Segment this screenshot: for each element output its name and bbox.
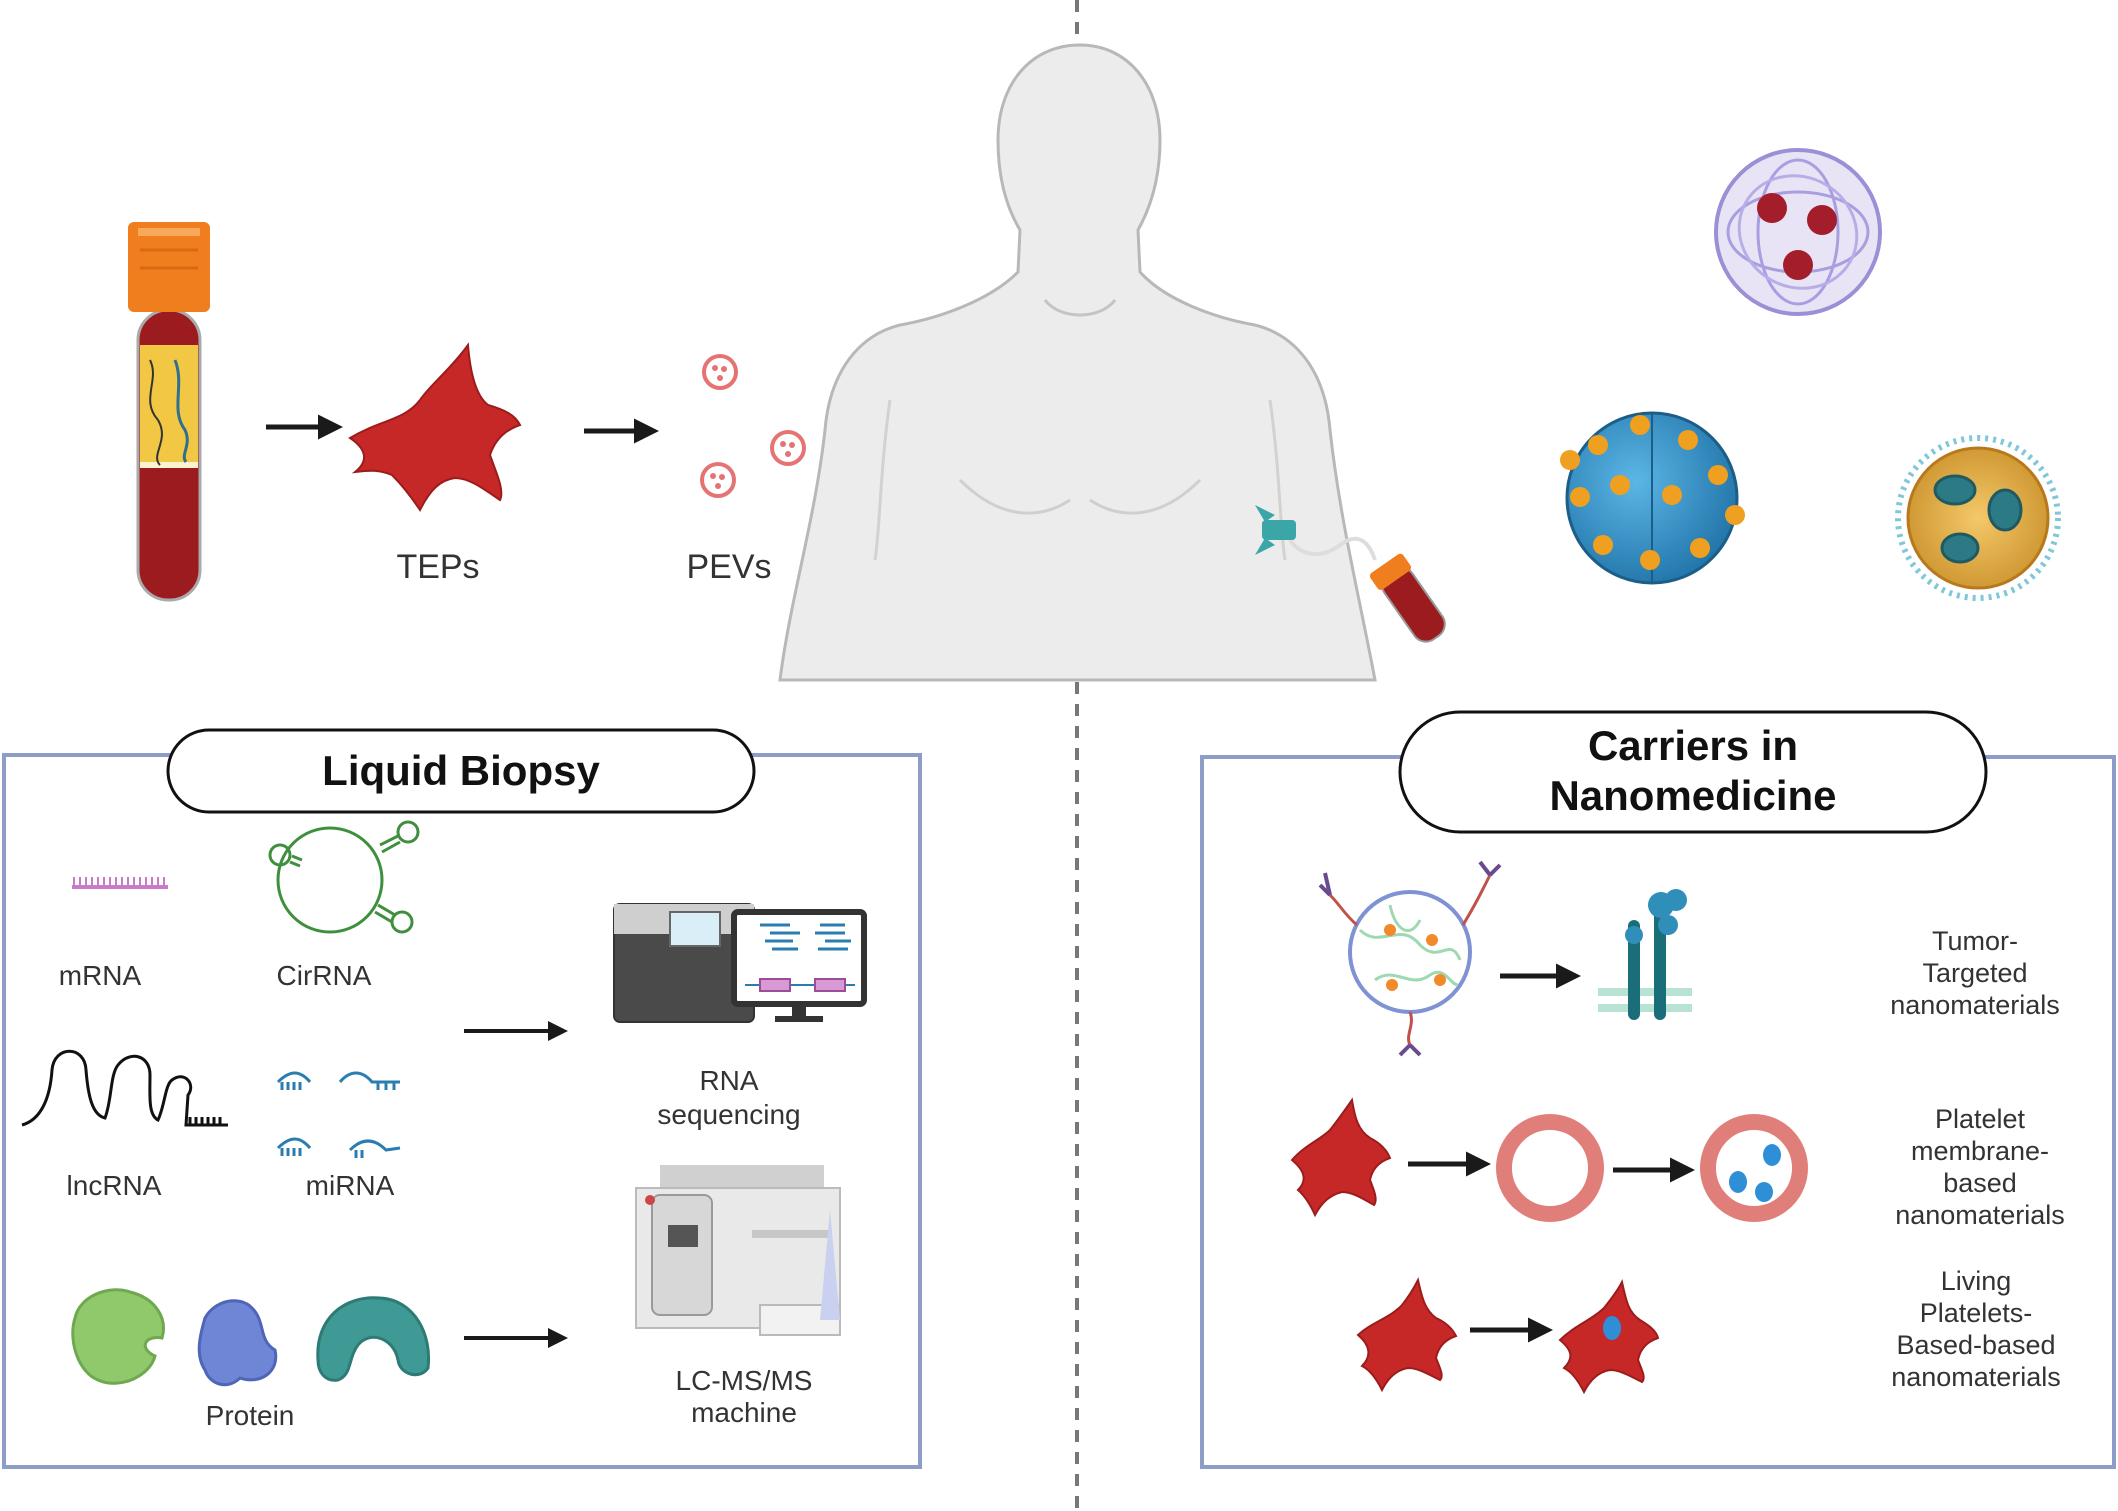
label-protein: Protein bbox=[206, 1400, 295, 1431]
label-platelet-1: Platelet bbox=[1935, 1104, 2026, 1134]
membrane-receptor-icon bbox=[1598, 889, 1692, 1020]
label-rna-seq-2: sequencing bbox=[657, 1099, 800, 1130]
pev-vesicles-icon bbox=[700, 354, 806, 498]
liquid-biopsy-title-pill bbox=[166, 728, 756, 814]
loaded-platelet-icon bbox=[1558, 1279, 1660, 1395]
carriers-title-line1: Carriers in bbox=[1588, 722, 1798, 769]
polymer-nanoparticle-icon bbox=[1714, 148, 1882, 316]
platelet-row2-icon bbox=[1290, 1097, 1392, 1218]
liposome-nanoparticle-icon bbox=[1895, 435, 2061, 601]
cirrna-icon bbox=[268, 820, 420, 934]
label-mirna: miRNA bbox=[306, 1170, 395, 1201]
label-living-2: Platelets- bbox=[1920, 1298, 2033, 1328]
label-platelet-3: based bbox=[1943, 1168, 2017, 1198]
label-living-3: Based-based bbox=[1896, 1330, 2055, 1360]
carriers-title-pill bbox=[1398, 710, 1988, 834]
liquid-biopsy-title: Liquid Biopsy bbox=[322, 747, 600, 794]
liquid-biopsy-panel bbox=[2, 753, 922, 1469]
label-lncrna: lncRNA bbox=[67, 1170, 162, 1201]
label-living-4: nanomaterials bbox=[1891, 1362, 2061, 1392]
label-platelet-2: membrane- bbox=[1911, 1136, 2049, 1166]
lncrna-icon bbox=[21, 1049, 228, 1127]
rna-sequencer-icon bbox=[613, 903, 867, 1023]
membrane-vesicle-icon bbox=[1496, 1114, 1604, 1222]
label-teps: TEPs bbox=[396, 548, 479, 586]
blood-tube-icon bbox=[128, 222, 210, 602]
label-lcms-1: LC-MS/MS bbox=[676, 1365, 813, 1396]
carriers-title-line2: Nanomedicine bbox=[1549, 772, 1836, 819]
blood-draw-needle-icon bbox=[1255, 505, 1446, 643]
mrna-icon bbox=[72, 877, 168, 889]
mirna-icon bbox=[276, 1071, 401, 1158]
membrane-coated-np-icon bbox=[1700, 1114, 1808, 1222]
label-tumor-3: nanomaterials bbox=[1890, 990, 2060, 1020]
label-mrna: mRNA bbox=[59, 960, 142, 991]
label-lcms-2: machine bbox=[691, 1397, 797, 1428]
label-rna-seq-1: RNA bbox=[699, 1065, 758, 1096]
label-tumor-1: Tumor- bbox=[1932, 926, 2018, 956]
label-tumor-2: Targeted bbox=[1922, 958, 2027, 988]
tep-platelet-icon bbox=[348, 342, 522, 512]
decorated-nanoparticle-icon bbox=[1560, 411, 1745, 585]
protein-icons bbox=[71, 1288, 431, 1387]
targeted-nanoparticle-icon bbox=[1318, 860, 1502, 1057]
platelet-row3-icon bbox=[1356, 1277, 1458, 1393]
lcms-machine-icon bbox=[635, 1165, 841, 1336]
label-living-1: Living bbox=[1941, 1266, 2012, 1296]
label-pevs: PEVs bbox=[686, 548, 771, 586]
label-cirrna: CirRNA bbox=[277, 960, 372, 991]
label-platelet-4: nanomaterials bbox=[1895, 1200, 2065, 1230]
human-body-figure bbox=[778, 43, 1377, 682]
